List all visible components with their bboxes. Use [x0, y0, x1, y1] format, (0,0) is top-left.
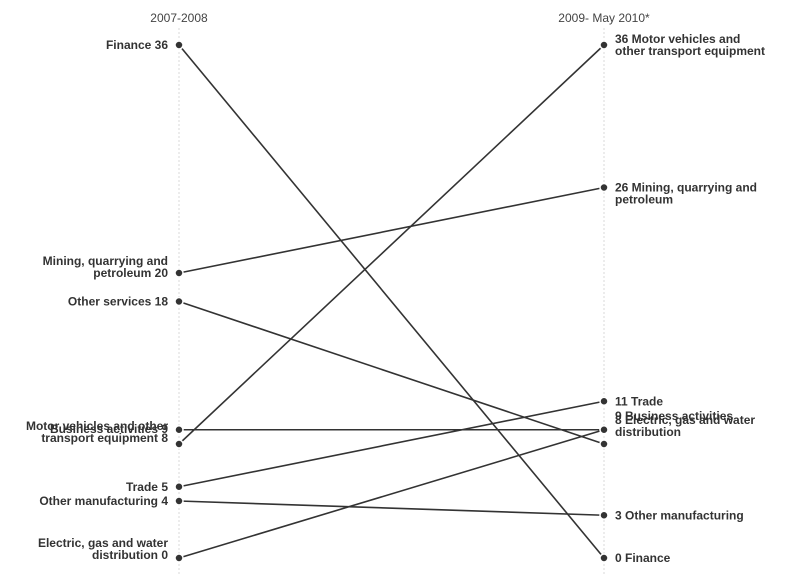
label-line: Other services 18	[68, 295, 168, 309]
label-line: 11 Trade	[615, 394, 663, 408]
label-left-other-manufacturing: Other manufacturing 4	[39, 494, 168, 508]
slope-line-finance	[178, 44, 605, 559]
point-right-motor-vehicles-and-other-transport-equipment	[599, 40, 609, 50]
label-left-finance: Finance 36	[106, 38, 168, 52]
slope-line-electric-gas-and-water-distribution	[178, 428, 605, 559]
point-left-business-activities	[174, 425, 184, 435]
label-right-business-activities: 9 Business activities	[615, 409, 733, 423]
label-line: 36 Motor vehicles and	[615, 32, 740, 46]
point-right-mining-quarrying-and-petroleum	[599, 182, 609, 193]
label-right-trade: 11 Trade	[615, 394, 663, 408]
point-left-mining-quarrying-and-petroleum	[174, 268, 184, 278]
point-left-electric-gas-and-water-distribution	[174, 553, 184, 563]
label-line: 3 Other manufacturing	[615, 508, 744, 522]
right-column-title: 2009- May 2010*	[558, 11, 650, 25]
point-right-finance	[599, 553, 609, 563]
label-left-business-activities: Business activities 9	[50, 422, 168, 436]
slope-line-motor-vehicles-and-other-transport-equipment	[178, 44, 605, 445]
label-line: 0 Finance	[615, 551, 671, 565]
label-line: petroleum	[615, 193, 673, 207]
point-left-other-manufacturing	[174, 496, 184, 506]
label-line: Electric, gas and water	[38, 536, 168, 550]
slope-points	[174, 40, 609, 563]
label-line: 8 Electric, gas and water	[615, 413, 755, 427]
left-column-title: 2007-2008	[150, 11, 208, 25]
label-right-other-manufacturing: 3 Other manufacturing	[615, 508, 744, 522]
label-left-trade: Trade 5	[126, 480, 168, 494]
point-left-trade	[174, 482, 184, 492]
point-right-trade	[599, 396, 609, 406]
label-line: petroleum 20	[93, 266, 168, 280]
label-line: Mining, quarrying and	[43, 254, 168, 268]
slope-labels: Finance 36 0 Finance Mining, quarrying and…	[26, 32, 765, 565]
point-left-finance	[174, 40, 184, 50]
label-line: Trade 5	[126, 480, 168, 494]
label-line: Other manufacturing 4	[39, 494, 168, 508]
point-left-motor-vehicles-and-other-transport-equipment	[174, 439, 184, 449]
label-line: transport equipment 8	[41, 431, 168, 445]
label-line: Finance 36	[106, 38, 168, 52]
point-right-other-services	[599, 439, 609, 449]
slope-line-other-manufacturing	[178, 500, 605, 517]
label-left-other-services: Other services 18	[68, 295, 168, 309]
slope-line-mining-quarrying-and-petroleum	[178, 186, 605, 274]
label-line: 9 Business activities	[615, 409, 733, 423]
slope-lines	[178, 44, 605, 559]
label-line: other transport equipment	[615, 44, 765, 58]
label-right-finance: 0 Finance	[615, 551, 671, 565]
slope-line-other-services	[178, 300, 605, 445]
point-right-other-manufacturing	[599, 510, 609, 520]
label-line: Motor vehicles and other	[26, 419, 168, 433]
label-line: distribution 0	[92, 548, 168, 562]
label-line: distribution	[615, 425, 681, 439]
label-line: Business activities 9	[50, 422, 168, 436]
label-line: 26 Mining, quarrying and	[615, 181, 757, 195]
point-right-electric-gas-and-water-distribution	[599, 425, 609, 435]
slope-line-trade	[178, 400, 605, 488]
point-left-other-services	[174, 296, 184, 307]
